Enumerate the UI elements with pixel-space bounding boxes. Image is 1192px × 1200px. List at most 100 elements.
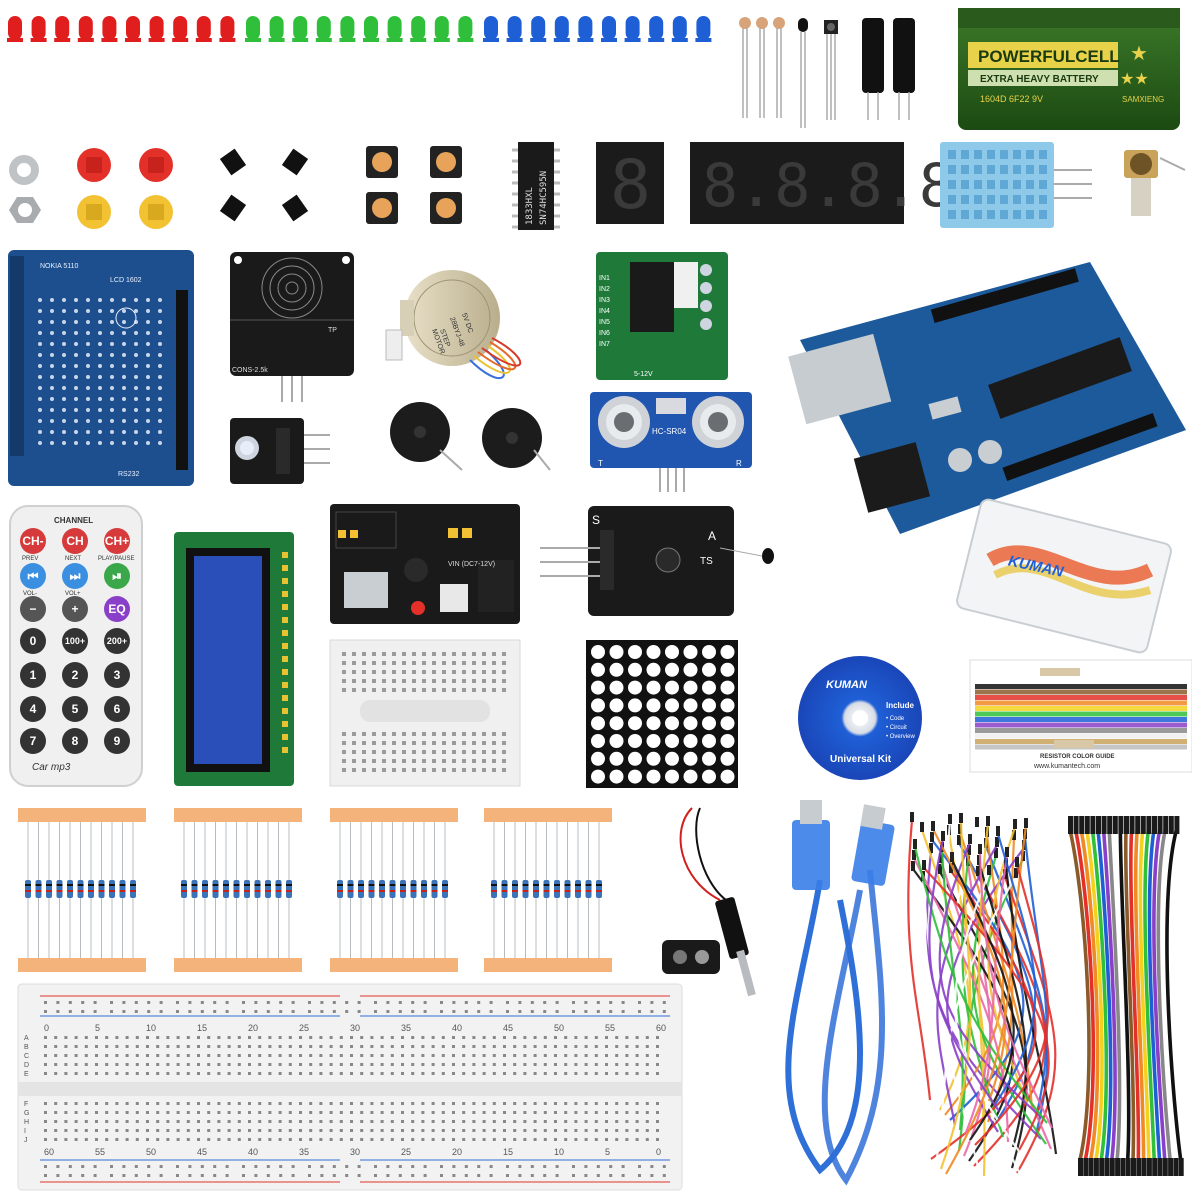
remote-cap-play: PLAY/PAUSE <box>98 556 135 562</box>
driver-pin-label: IN6 <box>599 330 610 337</box>
remote-digit-4: 4 <box>20 696 46 722</box>
stepper-motor: STEP MOTOR 28BYJ-48 5V DC <box>385 270 522 379</box>
9v-battery: POWERFULCELL EXTRA HEAVY BATTERY 1604D 6… <box>958 8 1180 130</box>
power-vin: VIN (DC7-12V) <box>448 561 495 568</box>
breadboard-col-number: 55 <box>95 1147 105 1157</box>
breadboard-col-number: 55 <box>605 1023 615 1033</box>
led <box>316 16 331 40</box>
ultrasonic-r: R <box>736 459 742 468</box>
jumper-caps <box>219 148 309 222</box>
ultrasonic-sensor: HC-SR04 T R <box>590 392 752 492</box>
driver-pin-label: IN4 <box>599 308 610 315</box>
remote-cap-prev: PREV <box>22 556 39 562</box>
battery-brand: POWERFULCELL <box>978 47 1120 66</box>
breadboard-row-letter: J <box>24 1137 28 1144</box>
breadboard-col-number: 10 <box>146 1023 156 1033</box>
remote-eq-button: EQ <box>104 596 130 622</box>
potentiometer <box>1124 150 1186 216</box>
cd-item-2: • Overview <box>886 734 915 740</box>
shield-nokia: NOKIA 5110 <box>40 263 79 270</box>
arduino-uno-board <box>788 262 1186 534</box>
breadboard-col-number: 5 <box>605 1147 610 1157</box>
battery-clip <box>662 807 756 997</box>
led <box>554 16 569 40</box>
shield-lcd: LCD 1602 <box>110 277 142 284</box>
led <box>625 16 640 40</box>
remote-cap-volminus: VOL- <box>23 591 38 597</box>
driver-pin-label: IN1 <box>599 275 610 282</box>
led <box>672 16 687 40</box>
led <box>434 16 449 40</box>
ultrasonic-model: HC-SR04 <box>652 427 687 436</box>
breadboard-row-letter: F <box>24 1101 28 1108</box>
battery-code: 1604D 6F22 9V <box>980 94 1043 104</box>
led <box>578 16 593 40</box>
remote-digit-8: 8 <box>62 728 88 754</box>
led <box>31 16 46 40</box>
touch-cons: CONS-2.5k <box>232 367 268 374</box>
temperature-sensor-module: S A TS <box>540 506 774 616</box>
led <box>507 16 522 40</box>
push-buttons <box>366 146 462 224</box>
led <box>696 16 711 40</box>
remote-digit-0: 0 <box>20 628 46 654</box>
cd-item-1: • Circuit <box>886 725 907 731</box>
breadboard-col-number: 25 <box>401 1147 411 1157</box>
remote-digit-3: 3 <box>104 662 130 688</box>
breadboard-row-letter: C <box>24 1053 29 1060</box>
breadboard-col-number: 45 <box>197 1147 207 1157</box>
remote-cap-volplus: VOL+ <box>65 591 81 597</box>
component-case: KUMAN <box>956 498 1172 654</box>
led <box>269 16 284 40</box>
led <box>149 16 164 40</box>
seven-seg-single: 8 <box>610 146 651 225</box>
led-matrix <box>586 640 738 788</box>
breadboard-row-letter: D <box>24 1062 29 1069</box>
cd-brand: KUMAN <box>826 679 868 691</box>
touch-tp: TP <box>328 327 337 334</box>
ultrasonic-t: T <box>598 459 603 468</box>
remote-play-pause-icon: ⏯ <box>104 563 130 589</box>
driver-pin-label: IN7 <box>599 341 610 348</box>
breadboard-col-number: 60 <box>656 1023 666 1033</box>
remote-digit-100: 100+ <box>62 628 88 654</box>
remote-digit-2: 2 <box>62 662 88 688</box>
remote-digit-200: 200+ <box>104 628 130 654</box>
breadboard-col-number: 30 <box>350 1147 360 1157</box>
remote-digit-6: 6 <box>104 696 130 722</box>
resistor-tapes <box>18 808 612 972</box>
blue-leds <box>483 16 712 112</box>
rgb-led-module <box>230 418 330 484</box>
mini-breadboard <box>329 639 521 787</box>
chip-line2: SN74HC595N <box>539 171 549 225</box>
led <box>411 16 426 40</box>
breadboard-col-number: 25 <box>299 1023 309 1033</box>
driver-pin-label: IN5 <box>599 319 610 326</box>
led <box>220 16 235 40</box>
single-digit-display: 8 <box>596 142 664 225</box>
remote-ch-plus-button: CH+ <box>104 528 130 554</box>
led <box>387 16 402 40</box>
breadboard-row-letter: G <box>24 1110 29 1117</box>
usb-cable <box>785 800 895 1186</box>
resistor-color-guide: RESISTOR COLOR GUIDE www.kumantech.com <box>969 659 1192 773</box>
cd-include: Include <box>886 701 915 710</box>
remote-vol-minus-button: − <box>20 596 46 622</box>
guide-url: www.kumantech.com <box>1033 763 1100 770</box>
chip-line1: 1833HXL <box>525 187 535 225</box>
jumper-wires <box>907 812 1058 1179</box>
driver-pin-label: IN2 <box>599 286 610 293</box>
lcd-1602-module <box>174 532 294 786</box>
led <box>364 16 378 40</box>
breadboard-col-number: 30 <box>350 1023 360 1033</box>
dupont-ribbon-cable <box>1068 816 1184 1176</box>
remote-digit-1: 1 <box>20 662 46 688</box>
breadboard-col-number: 5 <box>95 1023 100 1033</box>
remote-prev-icon: ⏮ <box>20 563 46 589</box>
led <box>602 16 616 40</box>
remote-digit-7: 7 <box>20 728 46 754</box>
remote-brand: Car mp3 <box>32 762 71 773</box>
